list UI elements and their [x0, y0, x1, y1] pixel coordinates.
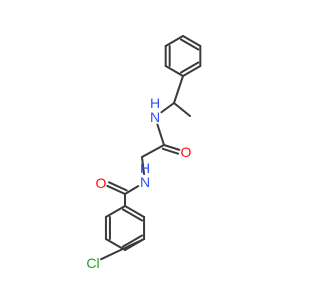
bond-ch2-n2	[141, 156, 146, 176]
bond-ar_c4-ar_c5	[104, 238, 126, 251]
bond-ph_c4-ch	[173, 75, 184, 104]
bond-ch-ch3	[173, 102, 191, 117]
bond-ph_c1-ph_c2	[182, 35, 202, 47]
bond-ar_c1-ar_c2	[122, 208, 144, 222]
bond-amide1_c-ch2	[141, 144, 165, 158]
bond-ar_c1-ar_c2	[124, 205, 146, 218]
bond-amide2_c-o2	[106, 184, 126, 195]
atom-label-n1: N	[150, 109, 160, 125]
bond-ph_c6-ph_c1	[164, 35, 184, 47]
atom-label-o1: O	[181, 144, 192, 160]
bond-n1-amide1_c	[156, 123, 165, 146]
atom-label-cl: Cl	[86, 255, 99, 271]
bond-amide1_c-o1	[161, 147, 180, 155]
bond-ph_c4-ph_c5	[164, 65, 184, 77]
bond-n2-amide2_c	[124, 185, 140, 195]
bond-amide2_c-o2	[108, 181, 128, 192]
hydrogen-label-n2: H	[140, 160, 150, 176]
atom-label-n2: N	[140, 174, 150, 190]
atom-label-o2: O	[96, 175, 107, 191]
hydrogen-label-n1: H	[150, 95, 160, 111]
bond-ar_c3-cl	[100, 238, 146, 261]
bond-ph_c3-ph_c4	[180, 61, 200, 74]
bond-ch-n1	[160, 102, 175, 114]
bond-ar_c3-ar_c4	[122, 234, 144, 248]
bond-ph_c1-ph_c2	[180, 38, 200, 51]
bond-ar_c6-ar_c1	[104, 205, 126, 218]
bond-amide1_c-o1	[163, 144, 181, 151]
bond-ph_c3-ph_c4	[182, 65, 202, 77]
